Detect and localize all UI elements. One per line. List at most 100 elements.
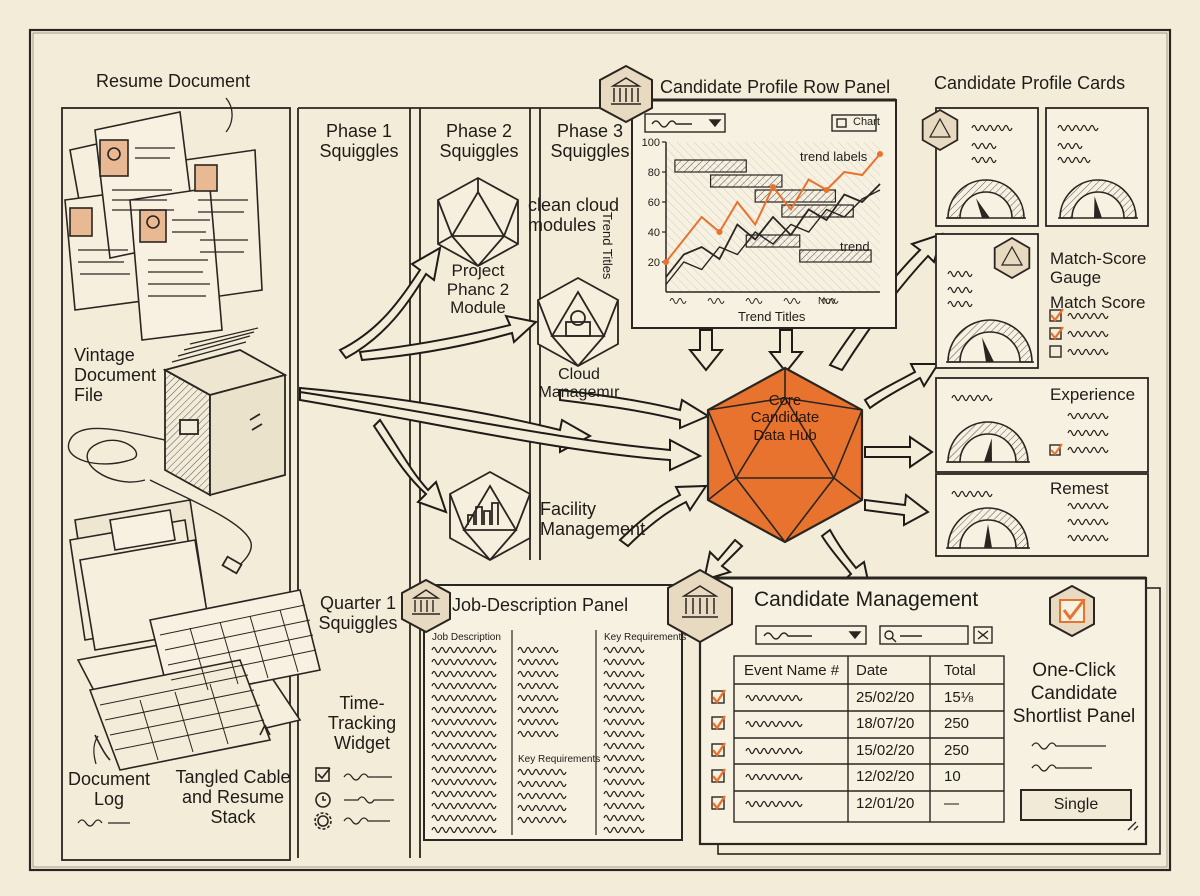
job-squiggle-line [431,814,497,822]
chart-series-line [665,189,881,285]
profile-card-1-badge [921,108,959,152]
vintage-file-illustration [67,327,288,575]
job-squiggle-line [603,682,645,690]
mgmt-cell-total: 10 [944,768,961,785]
row-panel-title: Candidate Profile Row Panel [660,77,891,97]
hub-label: Core Candidate Data Hub [750,392,820,444]
job-squiggle-line [603,706,645,714]
chart-annotation-trend-labels: trend labels [800,149,868,164]
chart-point [877,151,883,157]
chart-annotation-trend: trend [840,239,870,254]
profile-card-3-badge [993,236,1031,280]
chart-gantt-bar [745,234,801,248]
card-squiggle [1067,312,1109,320]
job-squiggle-line [603,802,645,810]
chart-point [823,187,830,193]
chart-x-tick-squiggle [707,298,725,304]
job-squiggle-line [603,658,645,666]
experience-check [1050,443,1063,456]
job-squiggle-line [517,804,567,812]
mgmt-row-checkbox [711,769,725,783]
profile-cards [921,107,1149,557]
job-squiggle-line [603,670,645,678]
mgmt-row-event-squiggle [745,800,803,808]
chart-y-axis-label: Trend Titles [600,212,615,280]
chart-chip-label: Chart [853,116,880,128]
card-3-gauge [946,319,1034,363]
label-clean-cloud-modules: clean cloud modules [528,195,620,235]
card-1-gauge [946,179,1026,219]
mgmt-cell-total: 15⅛ [944,689,974,706]
job-squiggle-line [517,682,559,690]
card-squiggle [1067,502,1109,510]
chart-x-tick-squiggle [745,298,763,304]
job-squiggle-line [603,646,645,654]
chart-x-tick-squiggle [783,298,801,304]
label-project-phase-module: Project Phanc 2 Module [446,261,510,318]
mgmt-cell-date: 12/02/20 [856,768,915,785]
chart-gantt-bar [674,159,747,173]
label-document-log: Document Log [67,769,151,809]
job-squiggle-line [603,754,645,762]
job-squiggle-line [517,646,559,654]
card-squiggle [1067,518,1109,526]
match-check [1050,308,1064,322]
mgmt-row-check [712,768,726,784]
resume-documents-illustration [64,111,263,341]
mgmt-row-check [712,689,726,705]
card-squiggle [1057,124,1099,132]
job-squiggle-line [431,790,497,798]
gauge-needle [976,198,990,218]
job-squiggle-line [603,790,645,798]
job-squiggle-line [517,694,559,702]
card-squiggle [1067,534,1109,542]
job-squiggle-line [517,718,559,726]
job-squiggle-line [517,780,567,788]
mgmt-row-event-squiggle [745,720,803,728]
label-phase-2: Phase 2 Squiggles [439,121,519,161]
label-facility-management: Facility Management [540,499,646,539]
mgmt-cell-date: 18/07/20 [856,715,915,732]
row-panel-institution-badge [599,64,653,124]
outer-frame [28,28,1172,872]
mgmt-cell-date: 12/01/20 [856,795,915,812]
card-5-gauge [946,507,1030,549]
squiggle-decorations [77,773,394,827]
shortlist-check-badge [1049,584,1095,638]
mgmt-row-checkbox [711,796,725,810]
card-squiggle [1067,412,1109,420]
job-squiggle-line [431,766,497,774]
project-phase-module-icon [437,176,519,268]
mgmt-table-grid [733,655,1005,823]
mgmt-cell-total: 250 [944,715,970,732]
mgmt-row-event-squiggle [745,773,803,781]
mgmt-header-total: Total [944,662,976,679]
chart-series-line [665,183,881,278]
core-hub-icosahedron [706,366,864,544]
job-squiggle-line [431,682,497,690]
card-squiggle [971,156,997,164]
chart-x-tick-squiggle [669,298,687,304]
chart-point [663,259,669,265]
mgmt-row-event-squiggle [745,747,803,755]
card-squiggle [1067,348,1109,356]
job-panel-badge [401,578,451,634]
job-squiggle-line [603,694,645,702]
label-match-score: Match Score [1050,293,1146,312]
chart-gantt-bar [799,249,872,263]
document-stack-illustration [69,499,321,771]
job-squiggle-line [517,658,559,666]
job-squiggle-line [431,778,497,786]
job-squiggle-line [603,814,645,822]
job-squiggle-line [603,742,645,750]
mgmt-cell-date: 25/02/20 [856,689,915,706]
label-phase-3: Phase 3 Squiggles [550,121,630,161]
job-squiggle-line [517,706,559,714]
profile-card-1-badge-facet [928,117,952,138]
job-squiggle-line [431,742,497,750]
single-shortlist-button[interactable]: Single [1020,789,1132,821]
gauge-needle [981,337,994,362]
mgmt-panel-controls [755,625,993,645]
